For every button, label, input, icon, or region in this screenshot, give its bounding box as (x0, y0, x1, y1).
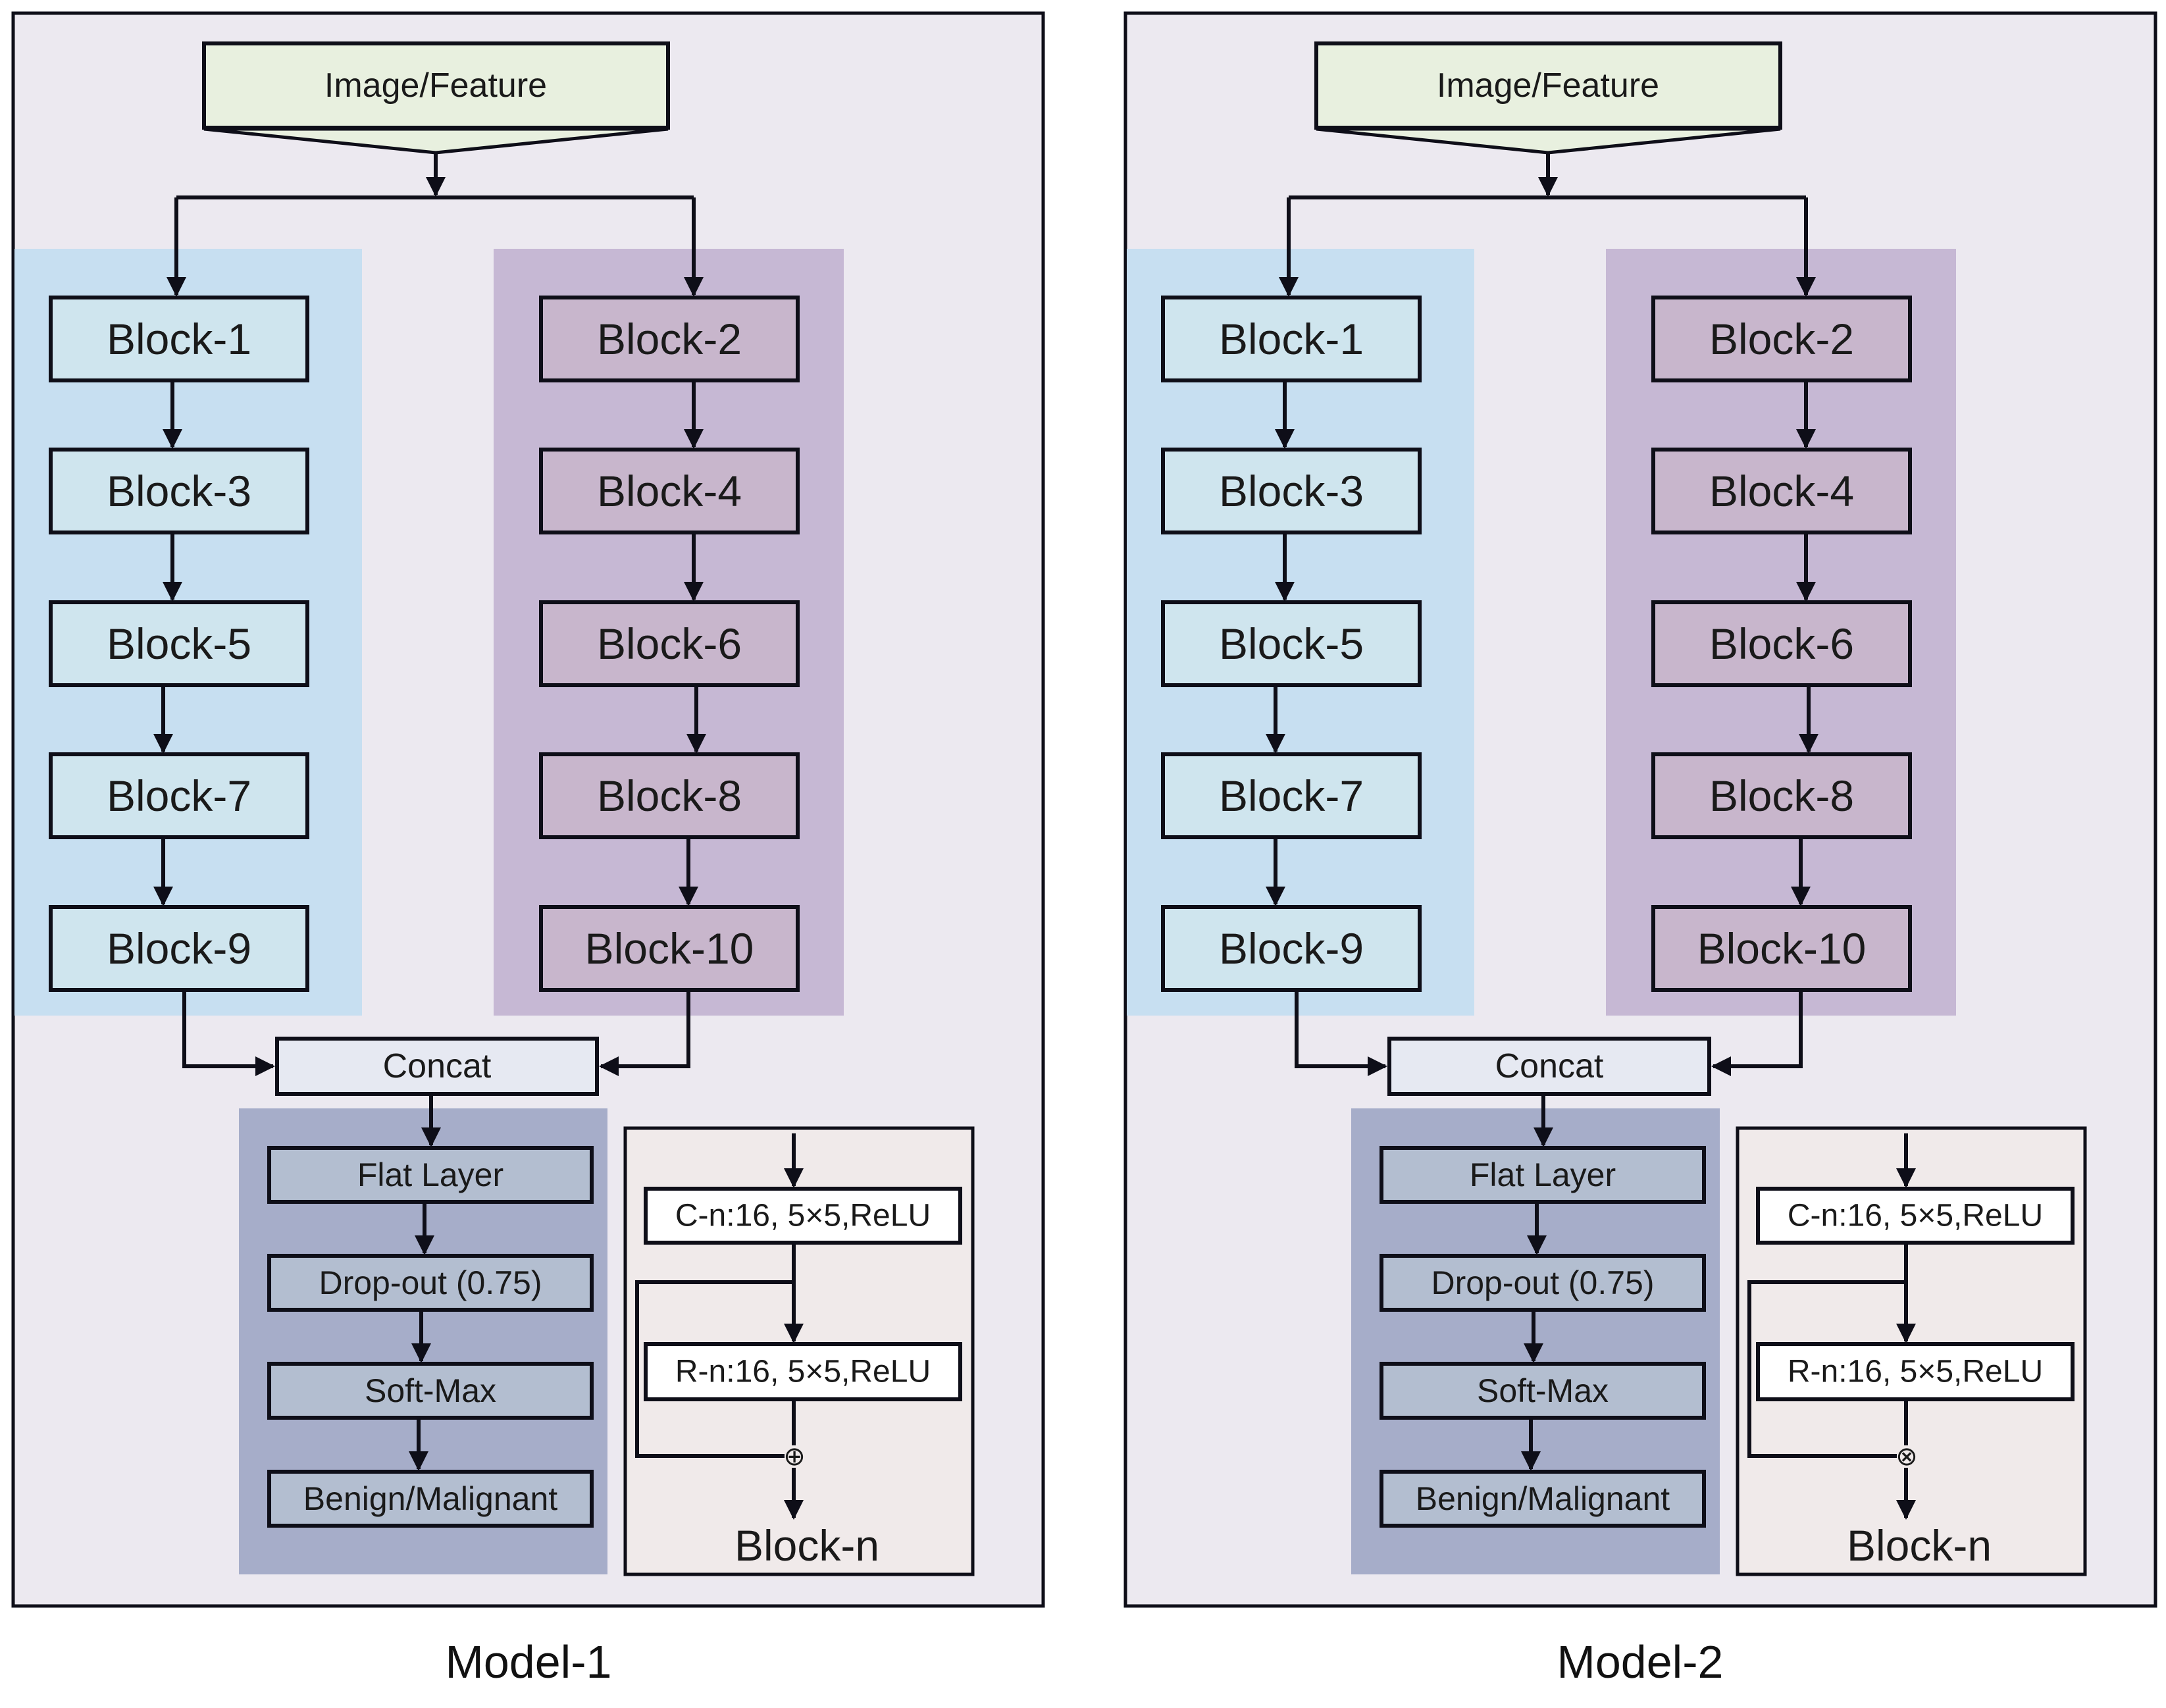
left-block-label: Block-5 (1219, 619, 1364, 668)
legend-res-label: R-n:16, 5×5,ReLU (675, 1355, 931, 1389)
concat-label: Concat (383, 1047, 492, 1085)
left-block (1161, 752, 1422, 839)
head-layer (1380, 1470, 1706, 1528)
concat-box (275, 1037, 599, 1096)
left-block (49, 448, 309, 534)
right-merge-arrow (1711, 990, 1803, 1076)
legend-conv-label: C-n:16, 5×5,ReLU (1788, 1199, 2043, 1233)
right-block-label: Block-10 (1697, 924, 1867, 973)
right-merge-arrow (599, 990, 690, 1076)
model-1-caption: Model-1 (445, 1636, 612, 1688)
left-block (1161, 296, 1422, 382)
right-block (539, 600, 800, 687)
legend-merge-symbol: ⊗ (1895, 1442, 1918, 1471)
input-label: Image/Feature (324, 66, 547, 105)
right-block (1651, 600, 1912, 687)
left-block-label: Block-1 (1219, 315, 1364, 363)
head-layer-label: Flat Layer (1470, 1156, 1616, 1193)
right-block-label: Block-2 (1709, 315, 1854, 363)
legend-res-box (644, 1342, 962, 1401)
concat-box (1387, 1037, 1711, 1096)
left-block-label: Block-3 (1219, 467, 1364, 515)
left-block (49, 296, 309, 382)
left-block (49, 905, 309, 992)
left-merge-arrow (182, 990, 275, 1076)
head-layer-label: Flat Layer (357, 1156, 503, 1193)
right-block-label: Block-4 (597, 467, 742, 515)
head-layer (267, 1362, 594, 1420)
right-block (1651, 296, 1912, 382)
legend-title: Block-n (735, 1521, 879, 1570)
right-block-label: Block-8 (1709, 771, 1854, 820)
left-block-label: Block-9 (1219, 924, 1364, 973)
head-layer (267, 1470, 594, 1528)
left-block (49, 752, 309, 839)
model-2-panel: Image/FeatureBlock-1Block-3Block-5Block-… (1123, 11, 2157, 1608)
model-2-caption: Model-2 (1557, 1636, 1724, 1688)
left-block (1161, 600, 1422, 687)
legend-merge-symbol: ⊕ (783, 1442, 806, 1471)
legend-conv-label: C-n:16, 5×5,ReLU (675, 1199, 931, 1233)
left-block (1161, 448, 1422, 534)
right-block (1651, 448, 1912, 534)
concat-label: Concat (1495, 1047, 1604, 1085)
input-funnel (203, 127, 669, 155)
legend-res-box (1756, 1342, 2075, 1401)
legend-conv-box (1756, 1187, 2075, 1245)
input-box (202, 41, 670, 130)
head-layer (1380, 1254, 1706, 1312)
right-block-label: Block-6 (597, 619, 742, 668)
legend-conv-box (644, 1187, 962, 1245)
right-block-label: Block-6 (1709, 619, 1854, 668)
head-layer (1380, 1362, 1706, 1420)
right-block (539, 752, 800, 839)
head-layer-label: Drop-out (0.75) (1431, 1264, 1654, 1301)
input-funnel (1316, 127, 1781, 155)
left-block-label: Block-1 (107, 315, 251, 363)
input-box (1314, 41, 1782, 130)
head-layer-label: Benign/Malignant (1416, 1480, 1670, 1517)
legend-title: Block-n (1847, 1521, 1992, 1570)
head-layer (267, 1254, 594, 1312)
right-block-label: Block-10 (585, 924, 754, 973)
left-block-label: Block-5 (107, 619, 251, 668)
right-block (1651, 752, 1912, 839)
left-block-label: Block-7 (1219, 771, 1364, 820)
left-block-label: Block-3 (107, 467, 251, 515)
left-merge-arrow (1295, 990, 1387, 1076)
input-label: Image/Feature (1437, 66, 1659, 105)
legend-skip-connection (635, 1280, 794, 1458)
right-block-label: Block-4 (1709, 467, 1854, 515)
head-layer-label: Soft-Max (365, 1372, 496, 1409)
right-block-label: Block-8 (597, 771, 742, 820)
model-1-panel: Image/FeatureBlock-1Block-3Block-5Block-… (11, 11, 1045, 1608)
right-block-label: Block-2 (597, 315, 742, 363)
legend-res-label: R-n:16, 5×5,ReLU (1788, 1355, 2043, 1389)
head-layer-label: Benign/Malignant (303, 1480, 557, 1517)
left-block (1161, 905, 1422, 992)
legend-skip-connection (1747, 1280, 1906, 1458)
head-layer (267, 1146, 594, 1204)
left-block-label: Block-7 (107, 771, 251, 820)
left-block (49, 600, 309, 687)
right-block (539, 296, 800, 382)
head-layer (1380, 1146, 1706, 1204)
head-layer-label: Soft-Max (1477, 1372, 1609, 1409)
right-block (539, 905, 800, 992)
left-block-label: Block-9 (107, 924, 251, 973)
head-layer-label: Drop-out (0.75) (319, 1264, 542, 1301)
right-block (539, 448, 800, 534)
right-block (1651, 905, 1912, 992)
